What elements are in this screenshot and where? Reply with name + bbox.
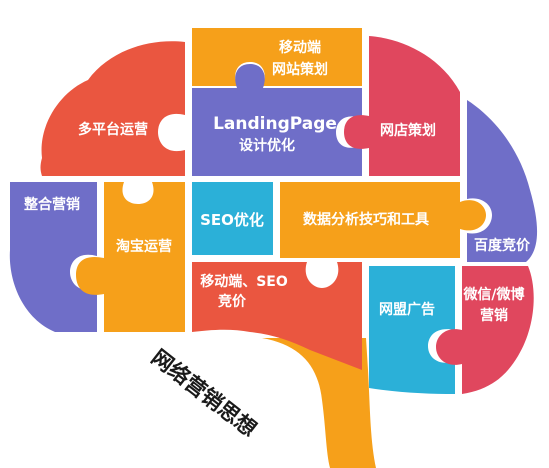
label-wechat-weibo-line1: 微信/微博	[462, 286, 524, 303]
piece-mobile-seo-bidding	[192, 262, 362, 370]
label-seo: SEO优化	[200, 211, 264, 229]
piece-integrated-marketing	[9, 182, 97, 332]
caption: 网络营销思想	[147, 345, 261, 441]
label-mobile-site-line2: 网站策划	[272, 61, 328, 78]
piece-taobao-ops	[76, 182, 185, 332]
label-mobile-site-line1: 移动端	[279, 39, 321, 56]
label-taobao-ops: 淘宝运营	[116, 238, 172, 255]
label-data-analysis: 数据分析技巧和工具	[303, 211, 429, 228]
label-online-store-strategy: 网店策划	[380, 122, 436, 139]
piece-mobile-site-strategy	[192, 28, 362, 86]
label-landing-page-line2: 设计优化	[239, 137, 295, 154]
label-wechat-weibo-line2: 营销	[480, 307, 508, 324]
label-alliance-ads: 网盟广告	[379, 301, 435, 318]
label-mobile-seo-line1: 移动端、SEO	[200, 273, 288, 290]
piece-baidu-bidding	[467, 100, 538, 262]
label-mobile-seo-line2: 竞价	[218, 293, 247, 310]
brain-stem	[262, 338, 376, 468]
piece-alliance-ads	[369, 266, 455, 394]
piece-wechat-weibo	[436, 266, 534, 394]
label-multi-platform-ops: 多平台运营	[78, 121, 148, 138]
piece-data-analysis	[280, 182, 486, 258]
label-baidu-bidding: 百度竞价	[474, 237, 531, 254]
label-integrated-marketing: 整合营销	[23, 196, 80, 213]
piece-multi-platform-ops	[40, 41, 185, 176]
label-landing-page-line1: LandingPage	[213, 114, 337, 134]
piece-seo	[192, 182, 273, 255]
piece-online-store-strategy	[344, 36, 460, 176]
piece-landing-page	[192, 64, 362, 176]
